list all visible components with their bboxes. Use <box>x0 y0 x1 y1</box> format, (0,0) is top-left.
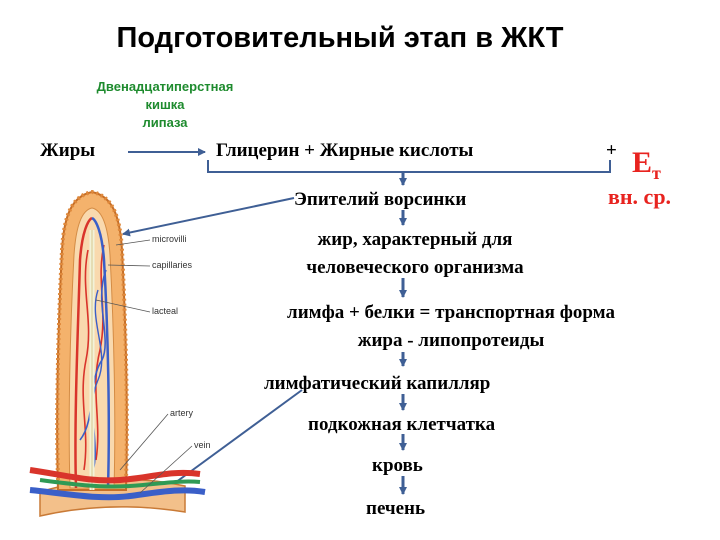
energy-note: вн. ср. <box>608 184 672 209</box>
energy-symbol: Ет <box>632 146 661 190</box>
substrate-label: Жиры <box>40 140 96 161</box>
page-title: Подготовительный этап в ЖКТ <box>116 22 564 54</box>
villus-illustration <box>29 189 206 517</box>
pointer-arrow-epithelium <box>122 197 295 237</box>
energy-subscript: т <box>652 163 661 183</box>
anatomy-label-artery: artery <box>170 408 194 418</box>
flow-step-lymph-capillary: лимфатический капилляр <box>264 373 491 394</box>
products-bracket <box>207 160 611 173</box>
energy-letter: Е <box>632 146 653 179</box>
flow-step-lymph-line1: лимфа + белки = транспортная форма <box>287 302 615 323</box>
anatomy-label-microvilli: microvilli <box>152 234 187 244</box>
flow-step-epithelium: Эпителий ворсинки <box>294 189 467 210</box>
plus-sign: + <box>606 140 617 161</box>
flow-step-fat-line1: жир, характерный для <box>317 229 513 250</box>
anatomy-label-lacteal: lacteal <box>152 306 179 316</box>
products-label: Глицерин + Жирные кислоты <box>216 140 474 161</box>
anatomy-label-vein: vein <box>194 440 211 450</box>
enzyme-label: Двенадцатиперстная кишка липаза <box>60 78 270 132</box>
enzyme-organ-line1: Двенадцатиперстная <box>96 79 234 94</box>
flow-step-subcutaneous: подкожная клетчатка <box>308 414 496 435</box>
flow-step-blood: кровь <box>372 455 423 476</box>
flow-step-lymph-line2: жира - липопротеиды <box>357 330 545 351</box>
anatomy-label-capillaries: capillaries <box>152 260 193 270</box>
enzyme-name: липаза <box>142 115 188 130</box>
flow-step-fat-line2: человеческого организма <box>306 257 524 278</box>
flow-step-liver: печень <box>366 498 426 519</box>
enzyme-organ-line2: кишка <box>145 97 185 112</box>
